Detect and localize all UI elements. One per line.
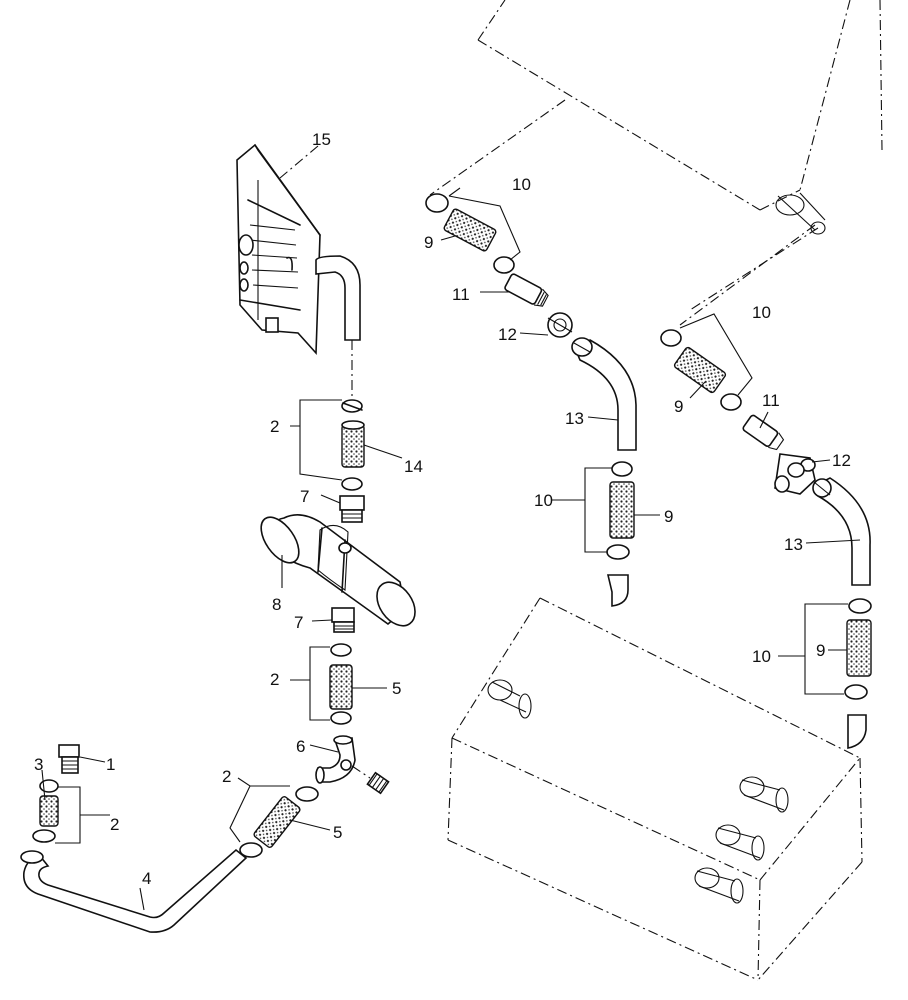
label-7-b: 7 xyxy=(294,613,303,632)
label-10-a: 10 xyxy=(512,175,531,194)
label-11-b: 11 xyxy=(762,391,780,410)
label-4: 4 xyxy=(142,869,151,888)
label-5-b: 5 xyxy=(333,823,342,842)
label-12-a: 12 xyxy=(498,325,517,344)
label-10-d: 10 xyxy=(752,647,771,666)
label-15: 15 xyxy=(312,130,331,149)
reservoir xyxy=(236,143,361,356)
label-2-c: 2 xyxy=(222,767,231,786)
middle-assembly xyxy=(425,193,637,607)
label-2-a: 2 xyxy=(270,417,279,436)
leader-lines xyxy=(41,145,861,911)
label-5-a: 5 xyxy=(392,679,401,698)
label-9-d: 9 xyxy=(816,641,825,660)
label-1: 1 xyxy=(106,755,115,774)
label-10-c: 10 xyxy=(752,303,771,322)
label-7-a: 7 xyxy=(300,487,309,506)
label-9-a: 9 xyxy=(424,233,433,252)
label-8: 8 xyxy=(272,595,281,614)
label-13-b: 13 xyxy=(784,535,803,554)
label-14: 14 xyxy=(404,457,423,476)
label-6: 6 xyxy=(296,737,305,756)
label-11-a: 11 xyxy=(452,285,470,304)
label-10-b: 10 xyxy=(534,491,553,510)
tank xyxy=(447,597,863,981)
label-3: 3 xyxy=(34,755,43,774)
label-13-a: 13 xyxy=(565,409,584,428)
left-assembly xyxy=(20,399,416,933)
right-assembly xyxy=(660,329,872,749)
label-12-b: 12 xyxy=(832,451,851,470)
label-9-b: 9 xyxy=(664,507,673,526)
label-9-c: 9 xyxy=(674,397,683,416)
upper-housing xyxy=(429,0,883,326)
part-labels: 15 2 14 7 8 7 2 5 6 2 5 1 3 2 4 10 9 11 … xyxy=(34,130,851,888)
label-2-b: 2 xyxy=(270,670,279,689)
label-2-d: 2 xyxy=(110,815,119,834)
